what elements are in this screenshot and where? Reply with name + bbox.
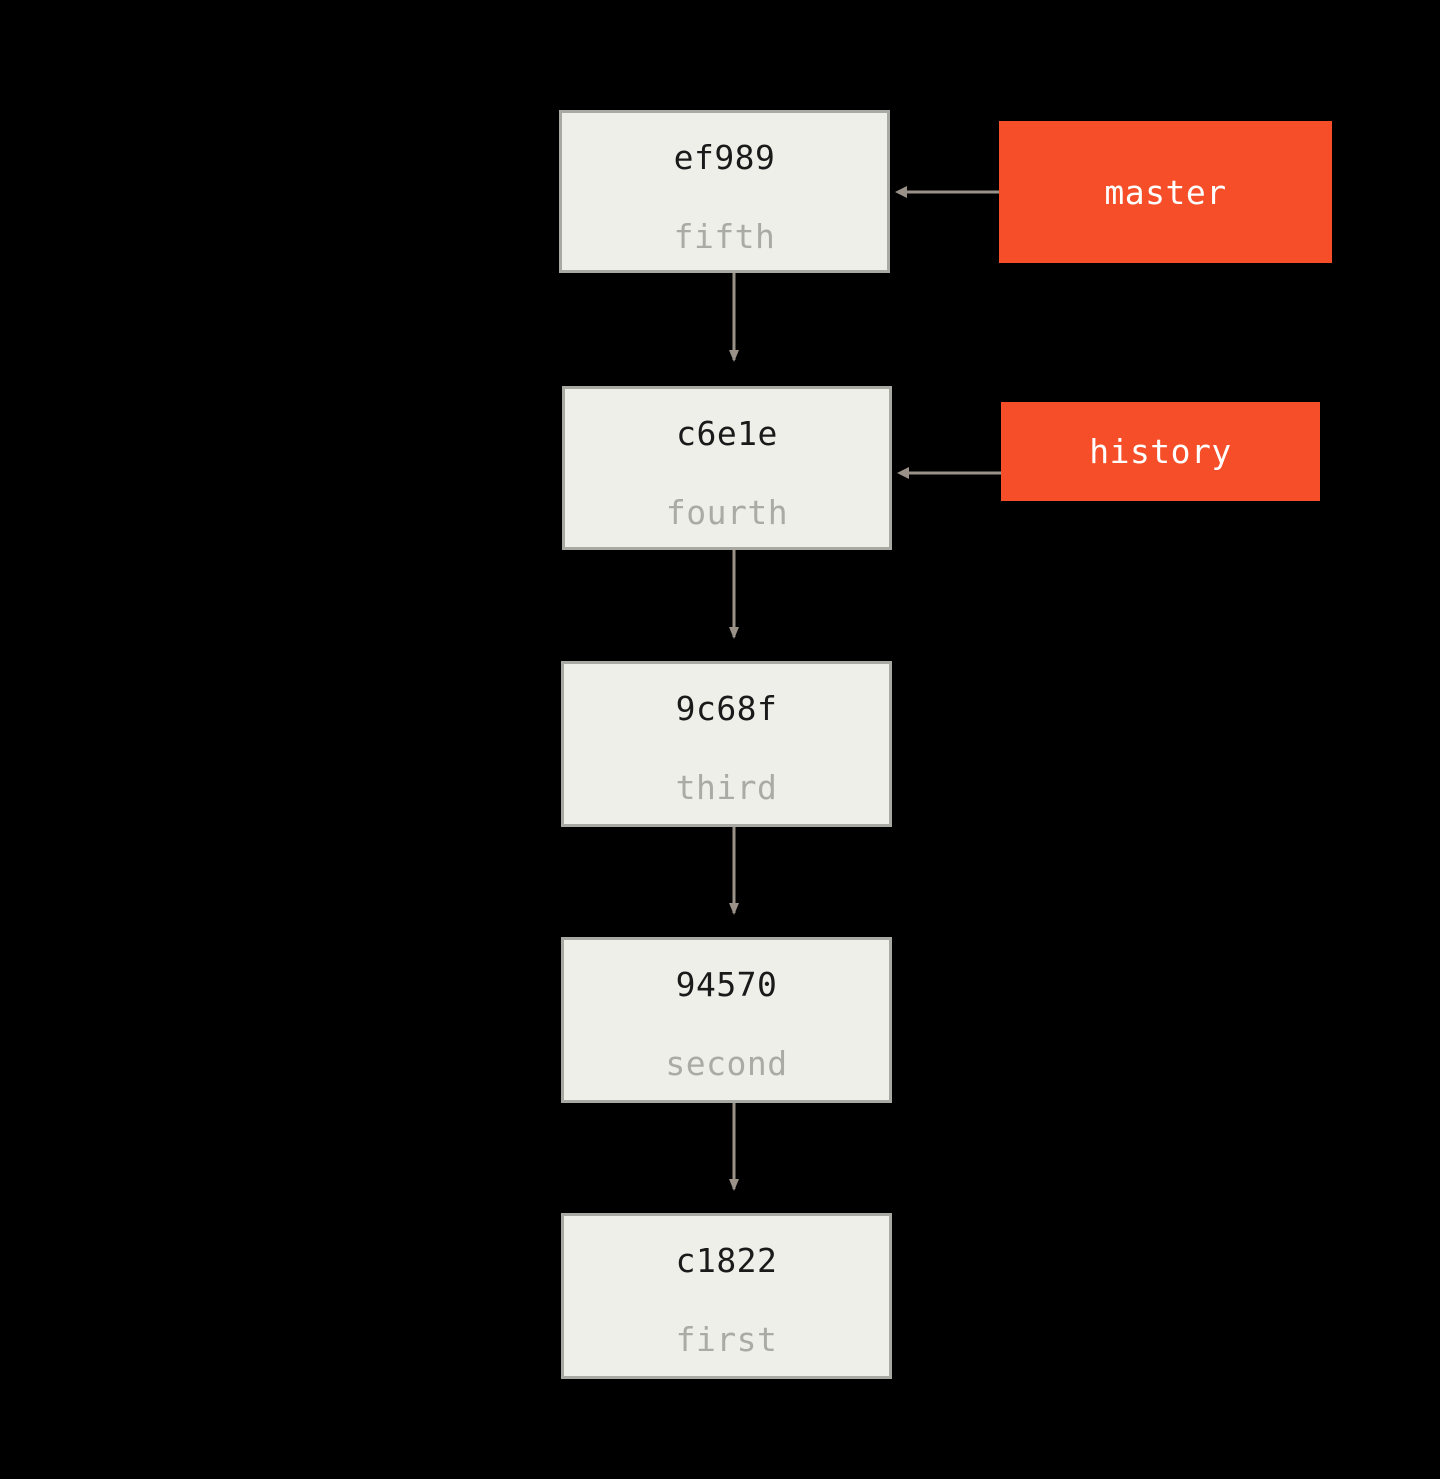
commit-message: second xyxy=(665,1044,788,1083)
commit-node-9c68f[interactable]: 9c68f third xyxy=(561,661,892,827)
branch-label-text: history xyxy=(1089,432,1232,471)
commit-node-c6e1e[interactable]: c6e1e fourth xyxy=(562,386,892,550)
commit-message: fifth xyxy=(673,217,776,256)
branch-label-history[interactable]: history xyxy=(1001,402,1320,501)
commit-message: third xyxy=(675,768,778,807)
commit-hash: c6e1e xyxy=(676,414,778,453)
branch-label-text: master xyxy=(1104,172,1227,212)
commit-node-94570[interactable]: 94570 second xyxy=(561,937,892,1103)
commit-node-c1822[interactable]: c1822 first xyxy=(561,1213,892,1379)
commit-hash: 94570 xyxy=(675,965,778,1004)
commit-hash: c1822 xyxy=(675,1241,778,1280)
commit-hash: ef989 xyxy=(673,138,776,177)
commit-message: first xyxy=(675,1320,778,1359)
branch-label-master[interactable]: master xyxy=(999,121,1332,263)
commit-message: fourth xyxy=(665,493,789,532)
commit-node-ef989[interactable]: ef989 fifth xyxy=(559,110,890,273)
commit-hash: 9c68f xyxy=(675,689,778,728)
